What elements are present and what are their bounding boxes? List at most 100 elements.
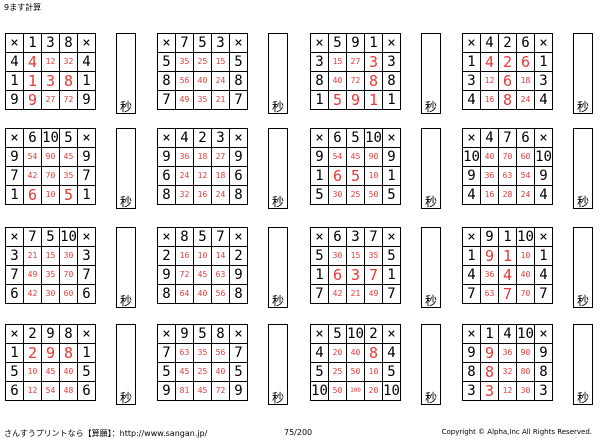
- seconds-box[interactable]: [268, 33, 288, 114]
- answer-cell: 10: [516, 246, 535, 266]
- operator-cell: ×: [157, 33, 176, 53]
- left-number: 6: [157, 166, 176, 186]
- seconds-box[interactable]: [116, 128, 136, 209]
- answer-cell: 63: [498, 166, 517, 186]
- answer-cell: 3: [480, 381, 499, 401]
- left-number: 9: [462, 166, 481, 186]
- answer-cell: 45: [175, 362, 194, 382]
- right-number: 1: [534, 52, 553, 72]
- right-number: 5: [382, 362, 401, 382]
- answer-cell: 72: [211, 381, 230, 401]
- answer-cell: 25: [193, 362, 212, 382]
- seconds-box[interactable]: [421, 33, 441, 114]
- seconds-box[interactable]: [116, 33, 136, 114]
- right-number: 8: [229, 185, 248, 205]
- top-number: 3: [41, 33, 60, 53]
- operator-cell: ×: [534, 33, 553, 53]
- seconds-box[interactable]: [268, 128, 288, 209]
- answer-cell: 8: [480, 362, 499, 382]
- top-number: 3: [211, 33, 230, 53]
- right-number: 9: [534, 166, 553, 186]
- operator-cell: ×: [382, 227, 401, 247]
- answer-cell: 49: [364, 284, 383, 304]
- seconds-box[interactable]: [268, 227, 288, 308]
- answer-cell: 24: [211, 185, 230, 205]
- top-number: 10: [516, 324, 535, 344]
- answer-cell: 90: [364, 147, 383, 167]
- left-number: 4: [462, 265, 481, 285]
- right-number: 6: [77, 381, 96, 401]
- answer-cell: 81: [175, 381, 194, 401]
- right-number: 1: [382, 265, 401, 285]
- left-number: 8: [310, 71, 329, 91]
- right-number: 1: [77, 185, 96, 205]
- answer-cell: 15: [346, 246, 365, 266]
- answer-cell: 45: [193, 265, 212, 285]
- left-number: 7: [462, 284, 481, 304]
- top-number: 5: [41, 227, 60, 247]
- answer-cell: 16: [175, 246, 194, 266]
- answer-cell: 80: [516, 362, 535, 382]
- operator-cell: ×: [462, 128, 481, 148]
- right-number: 4: [534, 185, 553, 205]
- left-number: 8: [157, 284, 176, 304]
- operator-cell: ×: [462, 324, 481, 344]
- right-number: 7: [229, 90, 248, 110]
- answer-cell: 9: [23, 90, 42, 110]
- seconds-box[interactable]: [573, 33, 593, 114]
- right-number: 10: [534, 147, 553, 167]
- top-number: 5: [193, 324, 212, 344]
- top-number: 1: [498, 227, 517, 247]
- answer-cell: 8: [498, 90, 517, 110]
- answer-cell: 60: [59, 284, 78, 304]
- top-number: 5: [346, 128, 365, 148]
- seconds-box[interactable]: [116, 324, 136, 405]
- left-number: 1: [310, 90, 329, 110]
- left-number: 9: [157, 381, 176, 401]
- answer-cell: 21: [211, 90, 230, 110]
- answer-cell: 15: [211, 52, 230, 72]
- seconds-box[interactable]: [268, 324, 288, 405]
- top-number: 9: [41, 324, 60, 344]
- operator-cell: ×: [157, 324, 176, 344]
- answer-cell: 20: [328, 343, 347, 363]
- seconds-label: 秒: [425, 294, 438, 308]
- right-number: 7: [382, 284, 401, 304]
- answer-cell: 35: [193, 343, 212, 363]
- left-number: 1: [5, 185, 24, 205]
- seconds-box[interactable]: [573, 324, 593, 405]
- seconds-box[interactable]: [573, 128, 593, 209]
- seconds-box[interactable]: [421, 227, 441, 308]
- answer-cell: 24: [211, 71, 230, 91]
- seconds-box[interactable]: [421, 324, 441, 405]
- left-number: 5: [157, 52, 176, 72]
- answer-cell: 3: [364, 52, 383, 72]
- answer-cell: 40: [193, 71, 212, 91]
- answer-cell: 60: [516, 147, 535, 167]
- left-number: 7: [310, 284, 329, 304]
- answer-cell: 42: [328, 284, 347, 304]
- left-number: 3: [5, 246, 24, 266]
- answer-cell: 27: [346, 52, 365, 72]
- answer-cell: 24: [175, 166, 194, 186]
- answer-cell: 32: [498, 362, 517, 382]
- seconds-box[interactable]: [421, 128, 441, 209]
- answer-cell: 9: [480, 246, 499, 266]
- seconds-box[interactable]: [573, 227, 593, 308]
- answer-cell: 10: [364, 166, 383, 186]
- seconds-box[interactable]: [116, 227, 136, 308]
- right-number: 4: [534, 265, 553, 285]
- answer-cell: 25: [328, 362, 347, 382]
- top-number: 2: [23, 324, 42, 344]
- seconds-label: 秒: [120, 100, 133, 114]
